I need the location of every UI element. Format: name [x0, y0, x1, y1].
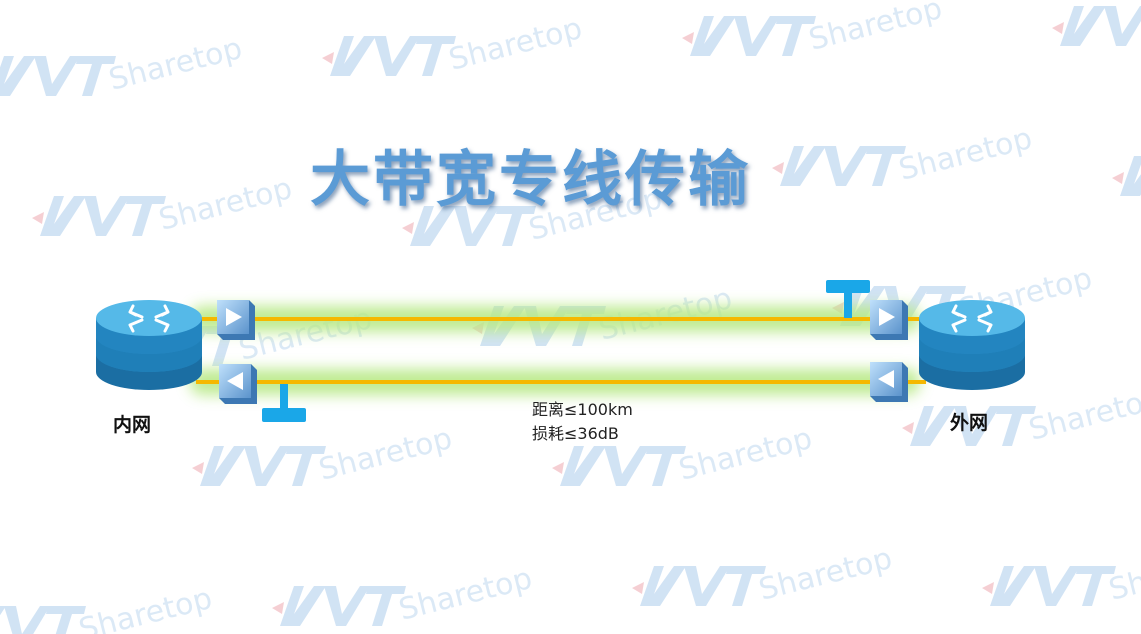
fiber-line-top [196, 317, 926, 321]
terminator-icon-top [826, 280, 870, 318]
router-icon-left [96, 300, 202, 390]
outer-network-label: 外网 [950, 412, 989, 434]
distance-spec: 距离≤100km [532, 400, 633, 419]
amplifier-left-icon-right [870, 362, 908, 402]
terminator-icon-bottom [262, 384, 306, 422]
router-icon-right [919, 300, 1025, 390]
diagram-title: 大带宽专线传输 [310, 145, 751, 215]
amplifier-left-icon-left [219, 364, 257, 404]
loss-spec: 损耗≤36dB [532, 424, 619, 443]
amplifier-right-icon-left [217, 300, 255, 340]
fiber-line-bottom [196, 380, 926, 384]
amplifier-right-icon-right [870, 300, 908, 340]
inner-network-label: 内网 [113, 414, 152, 436]
